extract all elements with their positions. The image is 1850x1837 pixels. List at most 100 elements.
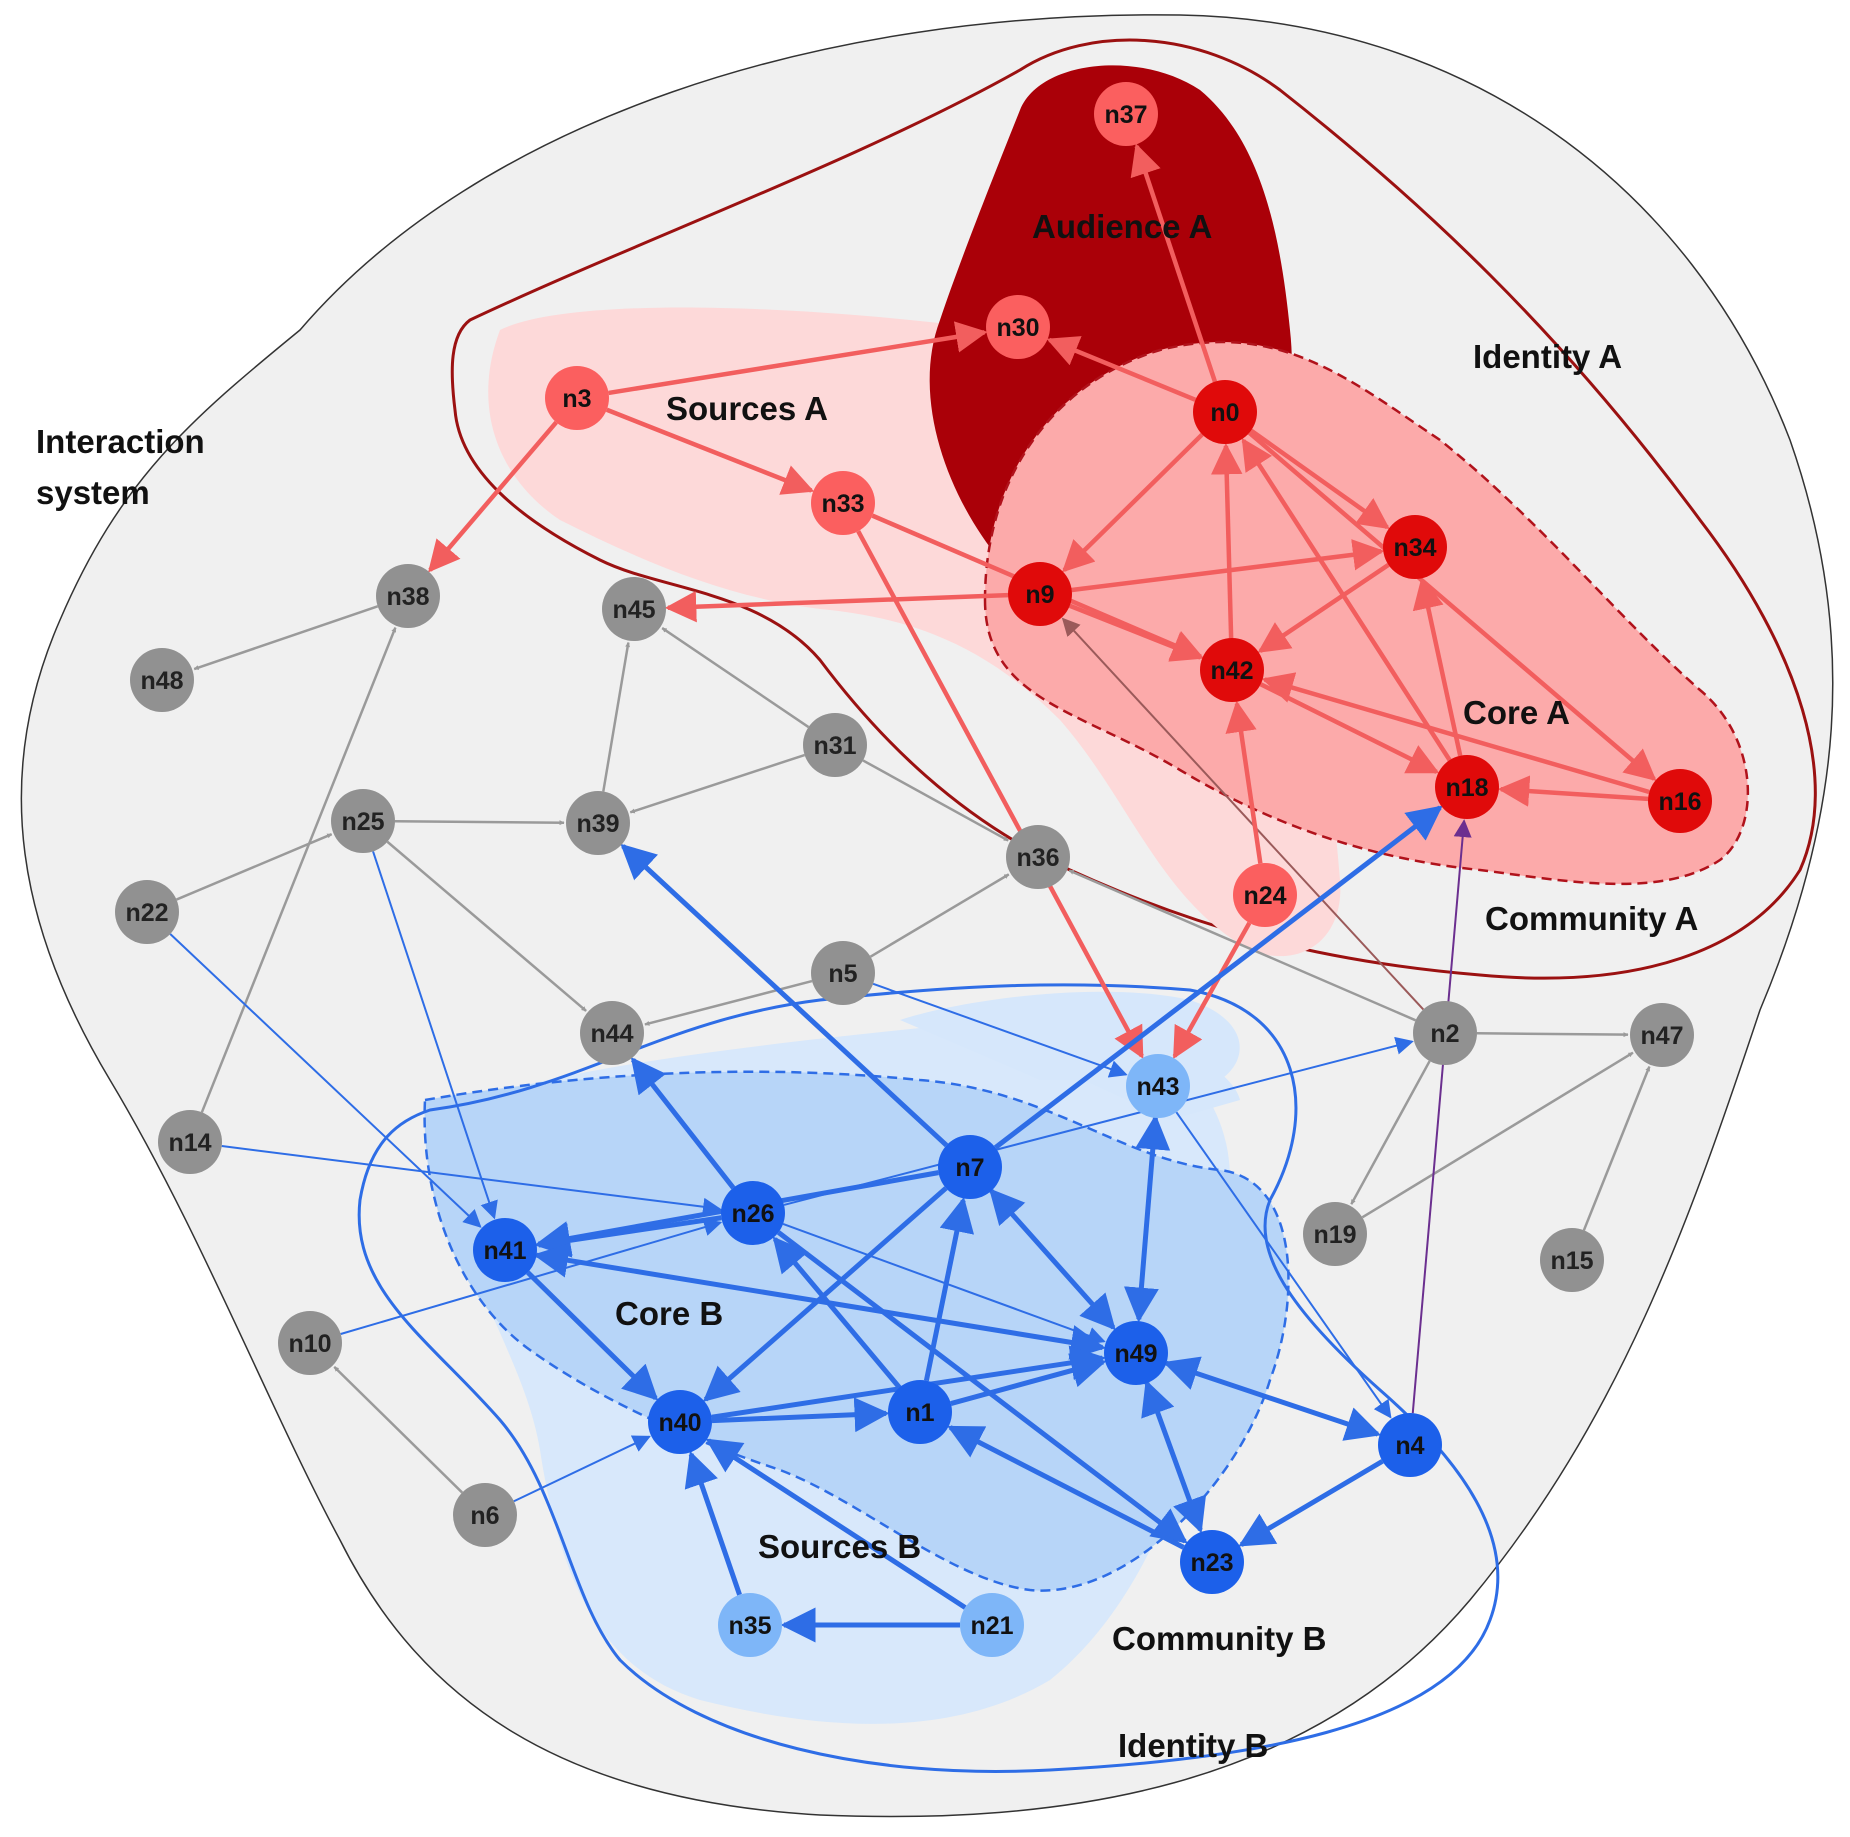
node-layer: n0n1n2n3n4n5n6n7n9n10n14n15n16n18n19n21n… [115, 82, 1712, 1657]
node-label-n43: n43 [1136, 1073, 1179, 1101]
node-label-n6: n6 [470, 1502, 499, 1530]
edge-n15-n47 [1582, 1066, 1651, 1231]
node-n0: n0 [1193, 380, 1257, 444]
label-interaction-system-line1: Interaction [36, 423, 205, 460]
edge-n26-n44 [630, 1057, 736, 1190]
edge-n9-n34 [1071, 539, 1385, 593]
node-circle-n39 [566, 791, 630, 855]
node-circle-n25 [331, 789, 395, 853]
node-label-n40: n40 [658, 1409, 701, 1437]
label-sources-b: Sources B [758, 1528, 921, 1565]
node-circle-n40 [648, 1390, 712, 1454]
edge-n25-n44 [386, 840, 587, 1012]
node-circle-n41 [473, 1218, 537, 1282]
node-n41: n41 [473, 1218, 537, 1282]
node-circle-n21 [960, 1593, 1024, 1657]
node-circle-n16 [1648, 769, 1712, 833]
node-label-n37: n37 [1104, 101, 1147, 129]
node-label-n23: n23 [1190, 1549, 1233, 1577]
edge-n2-n19 [1350, 1060, 1431, 1205]
node-circle-n26 [721, 1181, 785, 1245]
node-n18: n18 [1435, 755, 1499, 819]
node-circle-n23 [1180, 1530, 1244, 1594]
node-n4: n4 [1378, 1413, 1442, 1477]
edge-n4-n18 [1411, 819, 1472, 1414]
node-label-n10: n10 [288, 1330, 331, 1358]
node-label-n35: n35 [728, 1612, 771, 1640]
edge-n9-n42 [1068, 603, 1204, 662]
node-label-n25: n25 [341, 808, 384, 836]
node-n37: n37 [1094, 82, 1158, 146]
node-n39: n39 [566, 791, 630, 855]
edge-n5-n43 [872, 982, 1128, 1078]
node-n2: n2 [1413, 1001, 1477, 1065]
edge-n2-n36 [1068, 869, 1417, 1022]
node-label-n1: n1 [905, 1399, 934, 1427]
edge-n24-n43 [1172, 921, 1252, 1060]
node-label-n34: n34 [1393, 534, 1436, 562]
edge-n25-n41 [372, 851, 498, 1220]
node-circle-n22 [115, 880, 179, 944]
node-circle-n0 [1193, 380, 1257, 444]
node-n43: n43 [1126, 1054, 1190, 1118]
node-n40: n40 [648, 1390, 712, 1454]
node-label-n5: n5 [828, 960, 857, 988]
node-n3: n3 [545, 366, 609, 430]
label-sources-a: Sources A [666, 390, 828, 427]
edge-n0-n16 [1247, 431, 1657, 781]
node-label-n39: n39 [576, 810, 619, 838]
node-n21: n21 [960, 1593, 1024, 1657]
label-interaction-system-line2: system [36, 474, 150, 511]
node-circle-n6 [453, 1483, 517, 1547]
node-label-n3: n3 [562, 385, 591, 413]
edge-n43-n4 [1175, 1111, 1392, 1419]
edge-n26-n2 [783, 1036, 1414, 1206]
edge-n38-n48 [193, 605, 379, 671]
node-label-n21: n21 [970, 1612, 1013, 1640]
node-n9: n9 [1008, 562, 1072, 626]
edge-n4-n23 [1238, 1459, 1384, 1547]
node-label-n4: n4 [1395, 1432, 1424, 1460]
edge-n3-n30 [608, 321, 988, 396]
identity-a-outline [450, 38, 1817, 980]
label-core-a: Core A [1463, 694, 1570, 731]
node-label-n7: n7 [955, 1154, 984, 1182]
node-circle-n31 [803, 713, 867, 777]
node-circle-n45 [602, 577, 666, 641]
label-identity-b: Identity B [1118, 1727, 1268, 1764]
edge-n14-n38 [200, 627, 397, 1113]
edge-n0-n34 [1249, 428, 1390, 530]
node-label-n48: n48 [140, 667, 183, 695]
node-n25: n25 [331, 789, 395, 853]
edge-n35-n40 [684, 1450, 742, 1596]
edge-n40-n1 [711, 1397, 890, 1433]
node-circle-n49 [1104, 1321, 1168, 1385]
node-n16: n16 [1648, 769, 1712, 833]
edge-n5-n44 [644, 979, 813, 1026]
node-label-n9: n9 [1025, 581, 1054, 609]
label-community-b: Community B [1112, 1620, 1327, 1657]
label-core-b: Core B [615, 1295, 723, 1332]
node-circle-n47 [1630, 1003, 1694, 1067]
node-n36: n36 [1006, 825, 1070, 889]
edge-n9-n45 [664, 590, 1009, 623]
edge-n5-n36 [869, 873, 1010, 958]
node-circle-n10 [278, 1311, 342, 1375]
node-n49: n49 [1104, 1321, 1168, 1385]
node-n19: n19 [1303, 1202, 1367, 1266]
edge-n7-n39 [620, 843, 949, 1148]
node-circle-n14 [158, 1110, 222, 1174]
node-n47: n47 [1630, 1003, 1694, 1067]
node-n33: n33 [811, 471, 875, 535]
node-circle-n36 [1006, 825, 1070, 889]
node-circle-n43 [1126, 1054, 1190, 1118]
node-n35: n35 [718, 1593, 782, 1657]
node-circle-n4 [1378, 1413, 1442, 1477]
node-n23: n23 [1180, 1530, 1244, 1594]
core-a-region [983, 340, 1750, 886]
node-circle-n5 [811, 941, 875, 1005]
edge-n22-n41 [169, 933, 482, 1228]
edge-n0-n9 [1061, 432, 1204, 573]
edge-n41-n49 [533, 1242, 1106, 1360]
node-n45: n45 [602, 577, 666, 641]
